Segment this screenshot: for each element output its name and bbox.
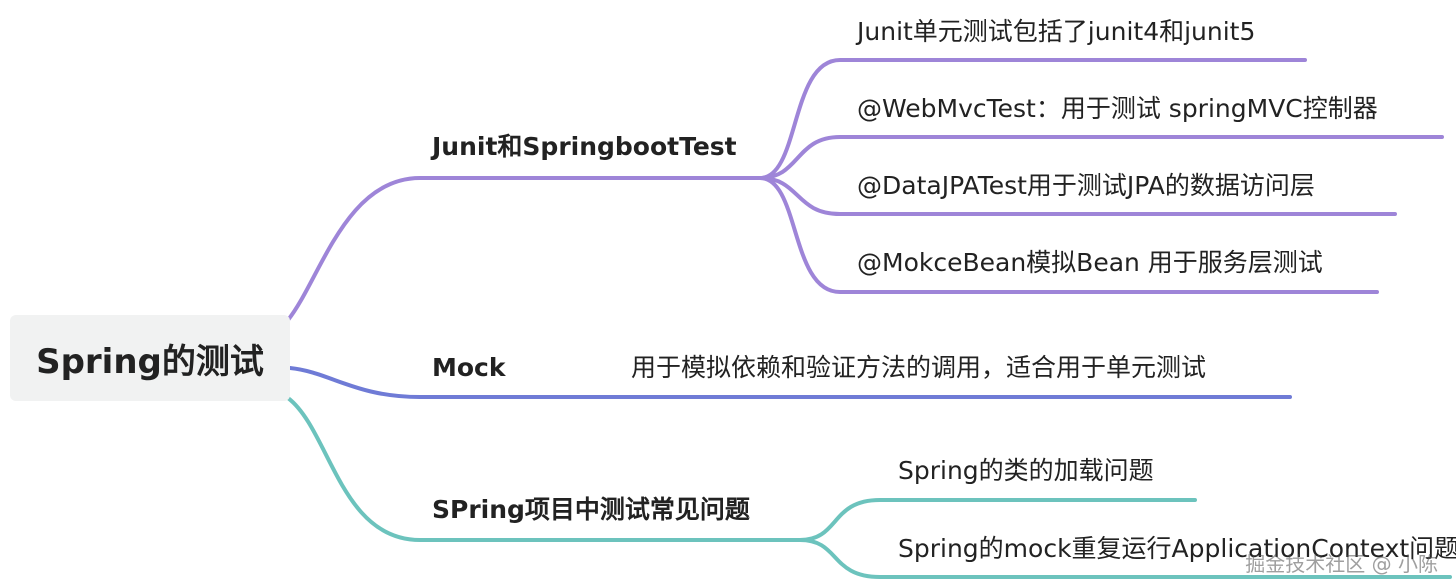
root-label: Spring的测试 bbox=[36, 341, 264, 382]
branch-mock[interactable]: Mock bbox=[432, 353, 506, 382]
connector-branch-3-leaf-1 bbox=[798, 498, 1197, 542]
connector-branch-1-leaf-4 bbox=[758, 176, 1379, 294]
leaf-datajpatest[interactable]: @DataJPATest用于测试JPA的数据访问层 bbox=[857, 171, 1315, 200]
leaf-mock-applicationcontext-issue[interactable]: Spring的mock重复运行ApplicationContext问题 bbox=[898, 534, 1456, 563]
connector-branch-1-leaf-1 bbox=[758, 58, 1307, 180]
leaf-class-loading-issue[interactable]: Spring的类的加载问题 bbox=[898, 456, 1154, 485]
leaf-junit-unit-test[interactable]: Junit单元测试包括了junit4和junit5 bbox=[857, 17, 1256, 46]
connector-branch-1-leaf-2 bbox=[758, 135, 1444, 180]
connector-branch-3-leaf-2 bbox=[798, 538, 1452, 579]
leaf-mockbean[interactable]: @MokceBean模拟Bean 用于服务层测试 bbox=[857, 248, 1323, 277]
watermark: 掘金技术社区 @ 小陈 bbox=[1245, 552, 1438, 576]
connector-branch-1-leaf-3 bbox=[758, 176, 1397, 216]
connector-root-to-branch-2 bbox=[288, 366, 1292, 399]
connector-root-to-branch-3 bbox=[286, 396, 802, 542]
branch-common-test-issues[interactable]: SPring项目中测试常见问题 bbox=[432, 495, 750, 524]
branch-junit-springboottest[interactable]: Junit和SpringbootTest bbox=[432, 132, 737, 161]
leaf-webmvctest[interactable]: @WebMvcTest：用于测试 springMVC控制器 bbox=[857, 94, 1378, 123]
root-node[interactable]: Spring的测试 bbox=[10, 315, 290, 401]
connector-root-to-branch-1 bbox=[286, 176, 762, 322]
leaf-mock-description[interactable]: 用于模拟依赖和验证方法的调用，适合用于单元测试 bbox=[631, 353, 1207, 382]
